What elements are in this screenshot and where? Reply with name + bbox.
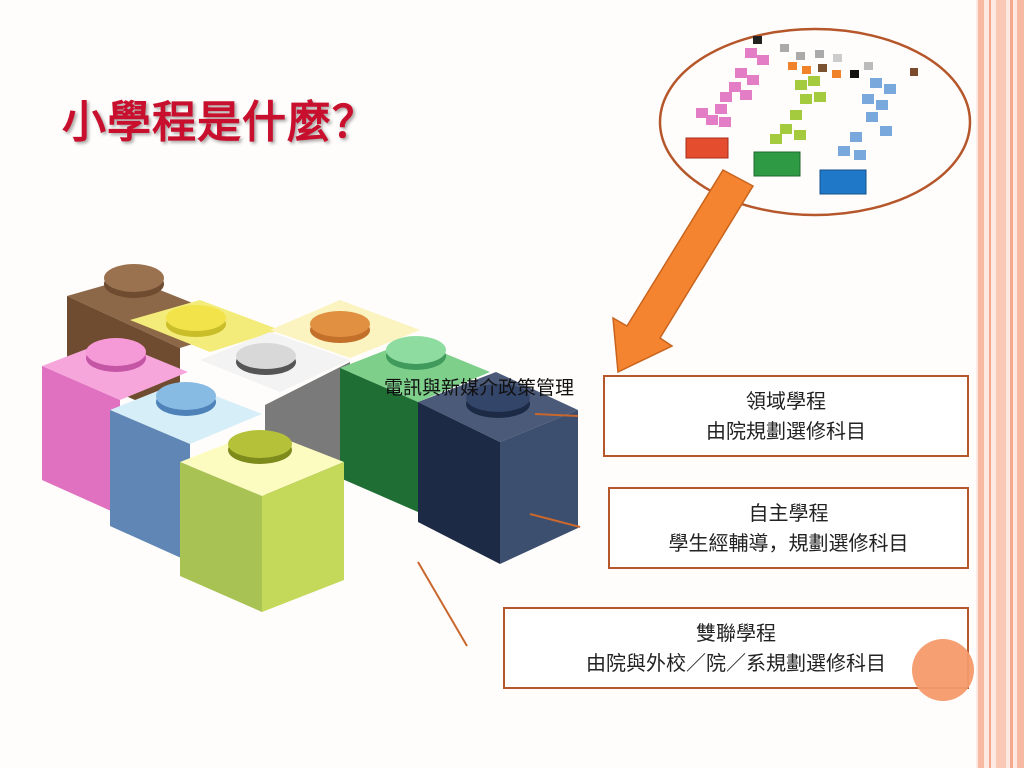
brick-caption: 電訊與新媒介政策管理: [384, 377, 575, 399]
track-description: 學生經輔導，規劃選修科目: [668, 531, 909, 555]
track-name: 領域學程: [746, 389, 826, 413]
lego-bricks-3d: [42, 264, 578, 612]
track-description: 由院與外校／院／系規劃選修科目: [586, 651, 886, 675]
track-name: 雙聯學程: [696, 621, 776, 645]
slide-title: 小學程是什麼？: [62, 97, 377, 148]
track-box-dual: 雙聯學程 由院與外校／院／系規劃選修科目: [503, 607, 969, 689]
track-box-domain: 領域學程 由院規劃選修科目: [603, 375, 969, 457]
lego-illustration: [42, 27, 972, 647]
track-name: 自主學程: [748, 501, 829, 525]
decorative-stripes: [976, 0, 1024, 768]
decorative-dot: [912, 639, 974, 701]
scattered-bricks-cluster: [658, 27, 972, 217]
track-box-autonomous: 自主學程 學生經輔導，規劃選修科目: [608, 487, 969, 569]
track-description: 由院規劃選修科目: [706, 419, 866, 443]
arrow-down-left-icon: [612, 169, 755, 374]
connector-lines: [417, 413, 581, 647]
